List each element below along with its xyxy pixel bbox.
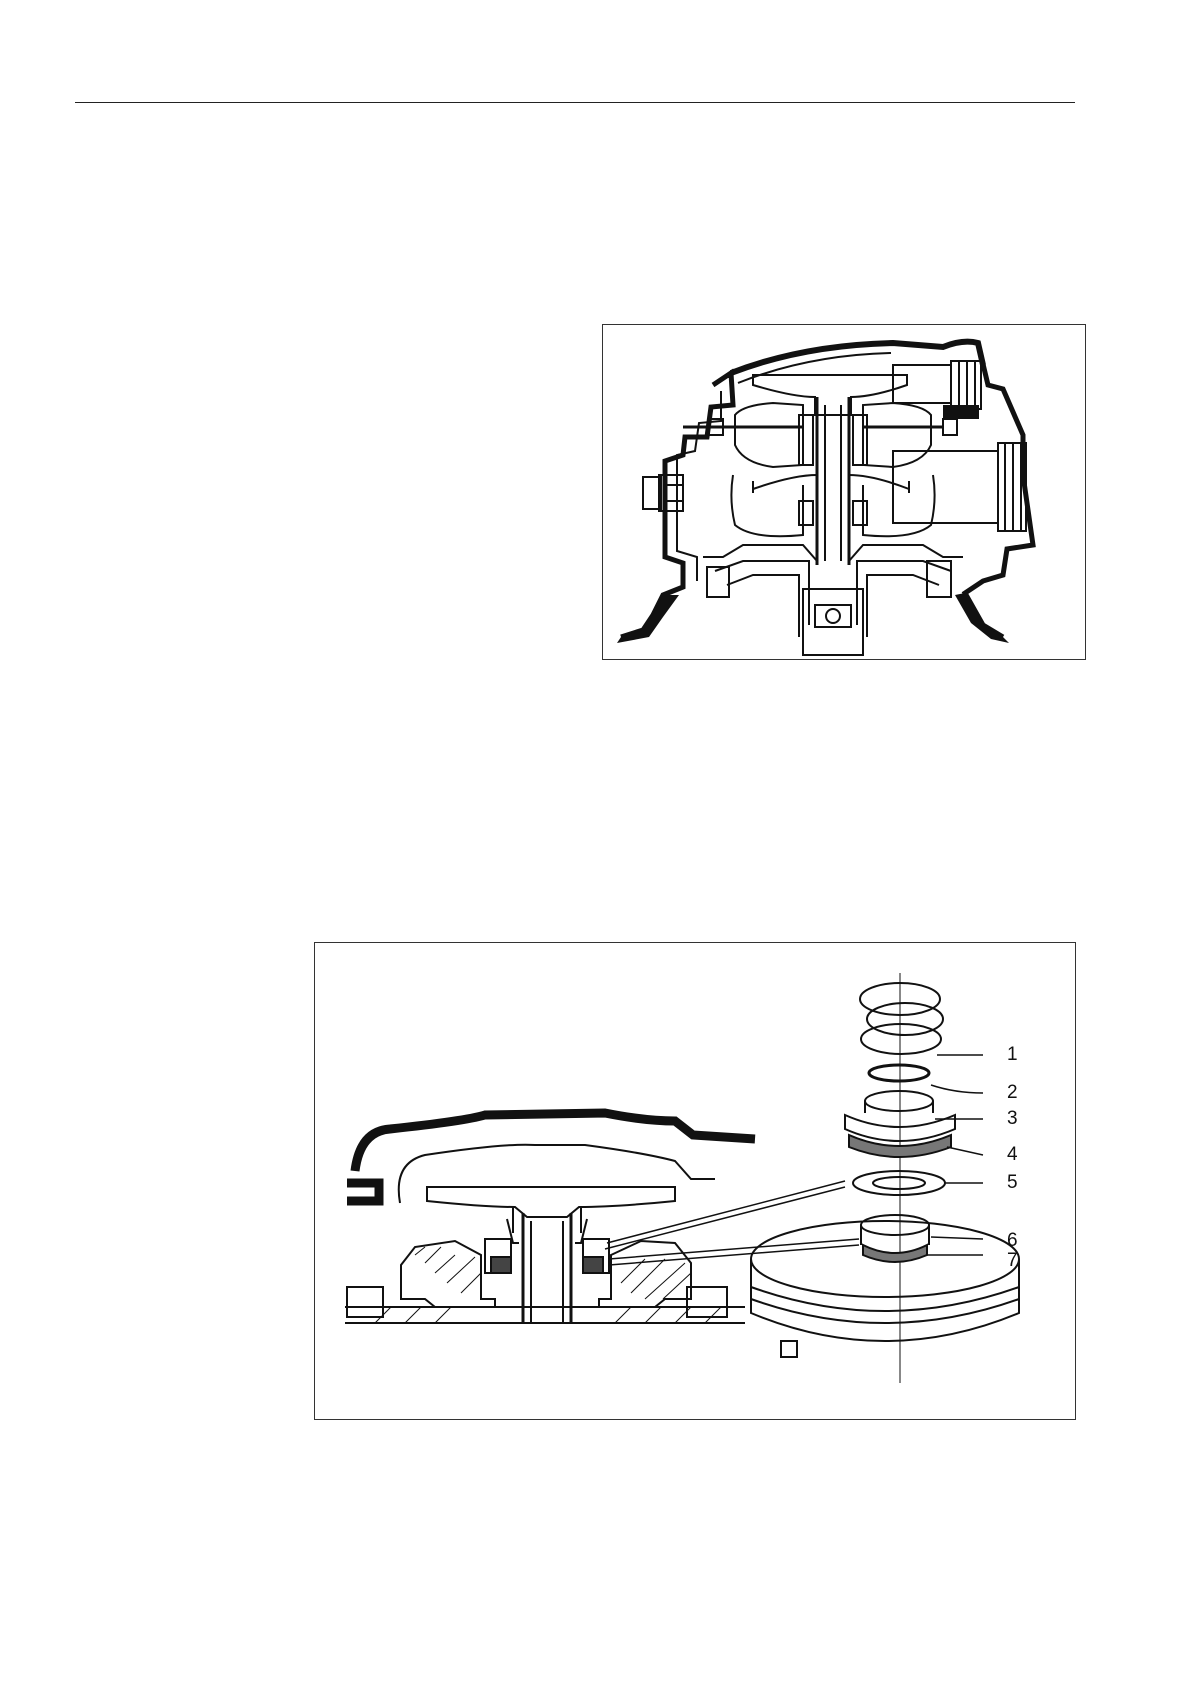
callout-6: 6 [1007, 1231, 1018, 1250]
callout-2: 2 [1007, 1083, 1018, 1102]
cross-section-figure [602, 324, 1086, 660]
callout-7: 7 [1007, 1251, 1018, 1270]
callout-1: 1 [1007, 1045, 1018, 1064]
cross-section-drawing [603, 325, 1085, 659]
callout-5: 5 [1007, 1173, 1018, 1192]
header-rule [75, 102, 1075, 103]
callout-labels: 1 2 3 4 5 6 7 [315, 943, 1075, 1419]
callout-4: 4 [1007, 1145, 1018, 1164]
callout-3: 3 [1007, 1109, 1018, 1128]
seal-assembly-figure: 1 2 3 4 5 6 7 [314, 942, 1076, 1420]
